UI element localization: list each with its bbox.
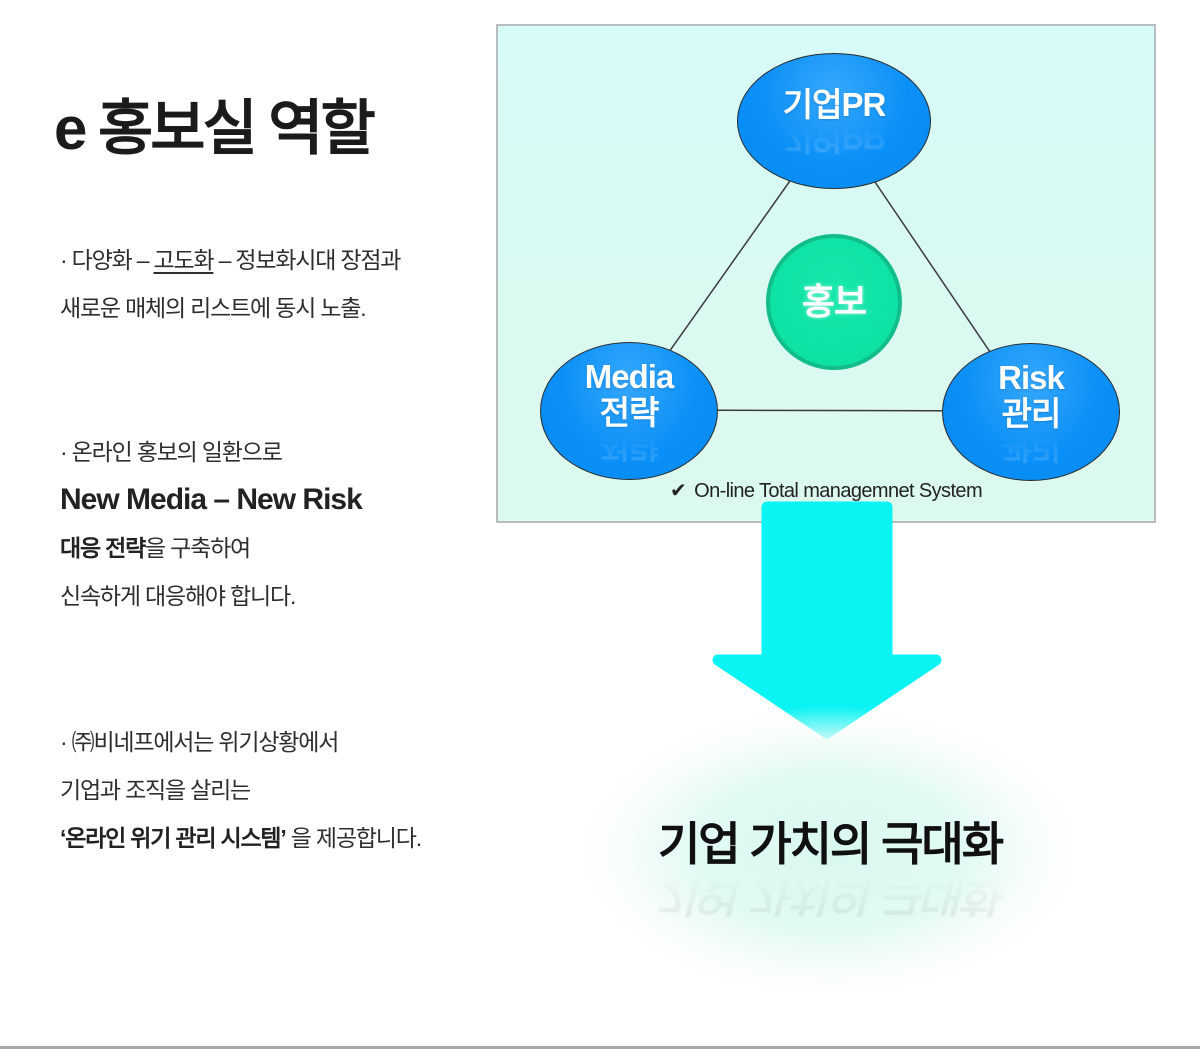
page-title: e 홍보실 역할 <box>54 95 376 163</box>
result-label-reflection: 기업 가치의 극대화 <box>652 868 1010 920</box>
text-line: 대응 전략을 구축하여 <box>60 524 480 572</box>
node-label-reflection: 기업PR <box>782 119 886 156</box>
diagram-caption: ✔ On-line Total managemnet System <box>498 478 1154 503</box>
node-label-reflection: 전략 <box>599 427 659 464</box>
text-segment-underlined: 고도화 <box>153 247 215 273</box>
paragraph-new-media-risk: · 온라인 홍보의 일환으로 New Media – New Risk 대응 전… <box>60 428 480 620</box>
text-segment-bold: 대응 전략 <box>60 535 146 561</box>
footer-divider <box>0 1046 1200 1049</box>
text-segment: 을 구축하여 <box>145 535 251 561</box>
text-segment: 다양화 – <box>71 247 154 273</box>
text-line: 신속하게 대응해야 합니다. <box>60 583 296 609</box>
node-label-reflection: 관리 <box>1001 428 1061 465</box>
text-line: · 온라인 홍보의 일환으로 <box>60 428 480 476</box>
node-pr-hongbo: 홍보 <box>766 234 902 370</box>
node-label: 기업PR <box>782 86 887 123</box>
result-glow-ellipse <box>578 706 1082 998</box>
text-segment: – 정보화시대 장점과 <box>213 247 402 273</box>
bullet-dot: · <box>60 729 68 755</box>
text-segment: ㈜비네프에서는 위기상황에서 <box>71 729 340 755</box>
text-line: 새로운 매체의 리스트에 동시 노출. <box>60 295 367 321</box>
bullet-dot: · <box>60 439 68 465</box>
node-label: 홍보 <box>801 281 867 322</box>
text-line: 기업과 조직을 살리는 <box>60 777 251 803</box>
text-segment: 온라인 홍보의 일환으로 <box>71 439 283 465</box>
bullet-dot: · <box>60 247 68 273</box>
text-line: · ㈜비네프에서는 위기상황에서 <box>60 718 480 766</box>
node-corporate-pr: 기업PR 기업PR <box>737 53 931 189</box>
text-segment-bold: ‘온라인 위기 관리 시스템’ <box>60 825 287 851</box>
paragraph-media-exposure: · 다양화 – 고도화 – 정보화시대 장점과 새로운 매체의 리스트에 동시 … <box>60 236 480 332</box>
text-line: · 다양화 – 고도화 – 정보화시대 장점과 <box>60 236 480 284</box>
text-line-emphasis: New Media – New Risk <box>60 483 363 516</box>
result-label: 기업 가치의 극대화 <box>657 818 1004 870</box>
flow-down-arrow-icon <box>712 501 942 739</box>
text-segment: 을 제공합니다. <box>285 825 422 851</box>
check-icon: ✔ <box>669 480 687 502</box>
paragraph-crisis-system: · ㈜비네프에서는 위기상황에서 기업과 조직을 살리는 ‘온라인 위기 관리 … <box>60 718 480 862</box>
caption-text: On-line Total managemnet System <box>694 480 983 502</box>
text-line: ‘온라인 위기 관리 시스템’ 을 제공합니다. <box>60 814 480 862</box>
